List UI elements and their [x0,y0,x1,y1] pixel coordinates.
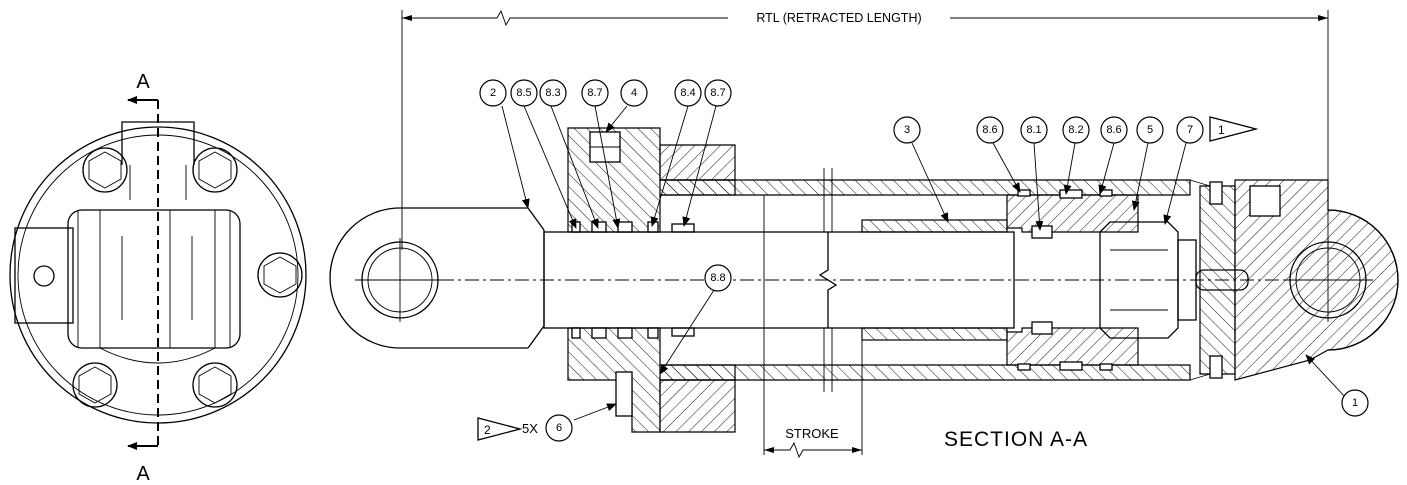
section-view-label: SECTION A-A [944,428,1088,451]
end-view: A A [9,71,307,485]
end-view-body [67,209,241,349]
rtl-label: RTL (RETRACTED LENGTH) [756,11,921,25]
qty-prefix: 5X [522,421,538,436]
balloon-8-7a: 8.7 [581,79,609,107]
balloon-8-6b: 8.6 [1100,116,1128,144]
balloon-8-6a: 8.6 [976,116,1004,144]
balloons: 2 8.5 8.3 8.7 4 8.4 8.7 3 8.6 8.1 8.2 8.… [479,79,1369,442]
tie-bolt [615,371,633,417]
note-flag-1: 1 [1209,116,1259,142]
svg-text:8.3: 8.3 [545,87,560,99]
port-hole [33,265,55,287]
balloon-8-3: 8.3 [539,79,567,107]
svg-text:7: 7 [1187,124,1193,136]
piston-lower [1006,327,1139,366]
section-view: STROKE SECTION A-A [329,127,1399,459]
svg-text:1: 1 [1352,397,1358,409]
svg-text:8.2: 8.2 [1068,124,1083,136]
balloon-2: 2 [479,79,507,107]
piston-nut [1099,221,1179,339]
cut-letter-top: A [136,71,150,93]
svg-text:6: 6 [556,422,562,434]
balloon-8-8: 8.8 [704,264,732,292]
balloon-8-5: 8.5 [510,79,538,107]
svg-text:8.7: 8.7 [587,87,602,99]
cut-letter-bottom: A [136,463,150,485]
port-boss [14,227,74,324]
balloon-1: 1 [1341,389,1369,417]
bolt-heads [72,147,303,408]
balloon-4: 4 [620,79,648,107]
svg-text:8.7: 8.7 [710,87,725,99]
piston-upper [1006,194,1139,233]
rtl-dimension: RTL (RETRACTED LENGTH) [401,9,1329,250]
svg-text:8.1: 8.1 [1026,124,1041,136]
svg-text:5: 5 [1147,124,1153,136]
balloon-3: 3 [893,116,921,144]
svg-text:4: 4 [631,87,637,99]
leader-lines [501,105,1347,421]
balloon-8-4: 8.4 [674,79,702,107]
balloon-5: 5 [1136,116,1164,144]
svg-text:1: 1 [1218,123,1225,137]
balloon-8-1: 8.1 [1020,116,1048,144]
stop-tube-upper [861,219,1008,233]
stroke-label: STROKE [785,426,839,441]
svg-text:2: 2 [484,423,491,437]
rod-eye [329,207,528,349]
svg-text:8.6: 8.6 [1106,124,1121,136]
svg-text:8.8: 8.8 [710,272,725,284]
balloon-8-7b: 8.7 [704,79,732,107]
svg-text:2: 2 [490,87,496,99]
balloon-7: 7 [1176,116,1204,144]
svg-text:8.6: 8.6 [982,124,997,136]
svg-text:3: 3 [904,124,910,136]
note-flag-2: 2 5X [477,417,538,441]
balloon-6: 6 [545,414,573,442]
stop-tube-lower [861,327,1008,341]
top-lug-edges [129,165,187,200]
balloon-8-2: 8.2 [1062,116,1090,144]
svg-text:8.5: 8.5 [516,87,531,99]
svg-text:8.4: 8.4 [680,87,695,99]
